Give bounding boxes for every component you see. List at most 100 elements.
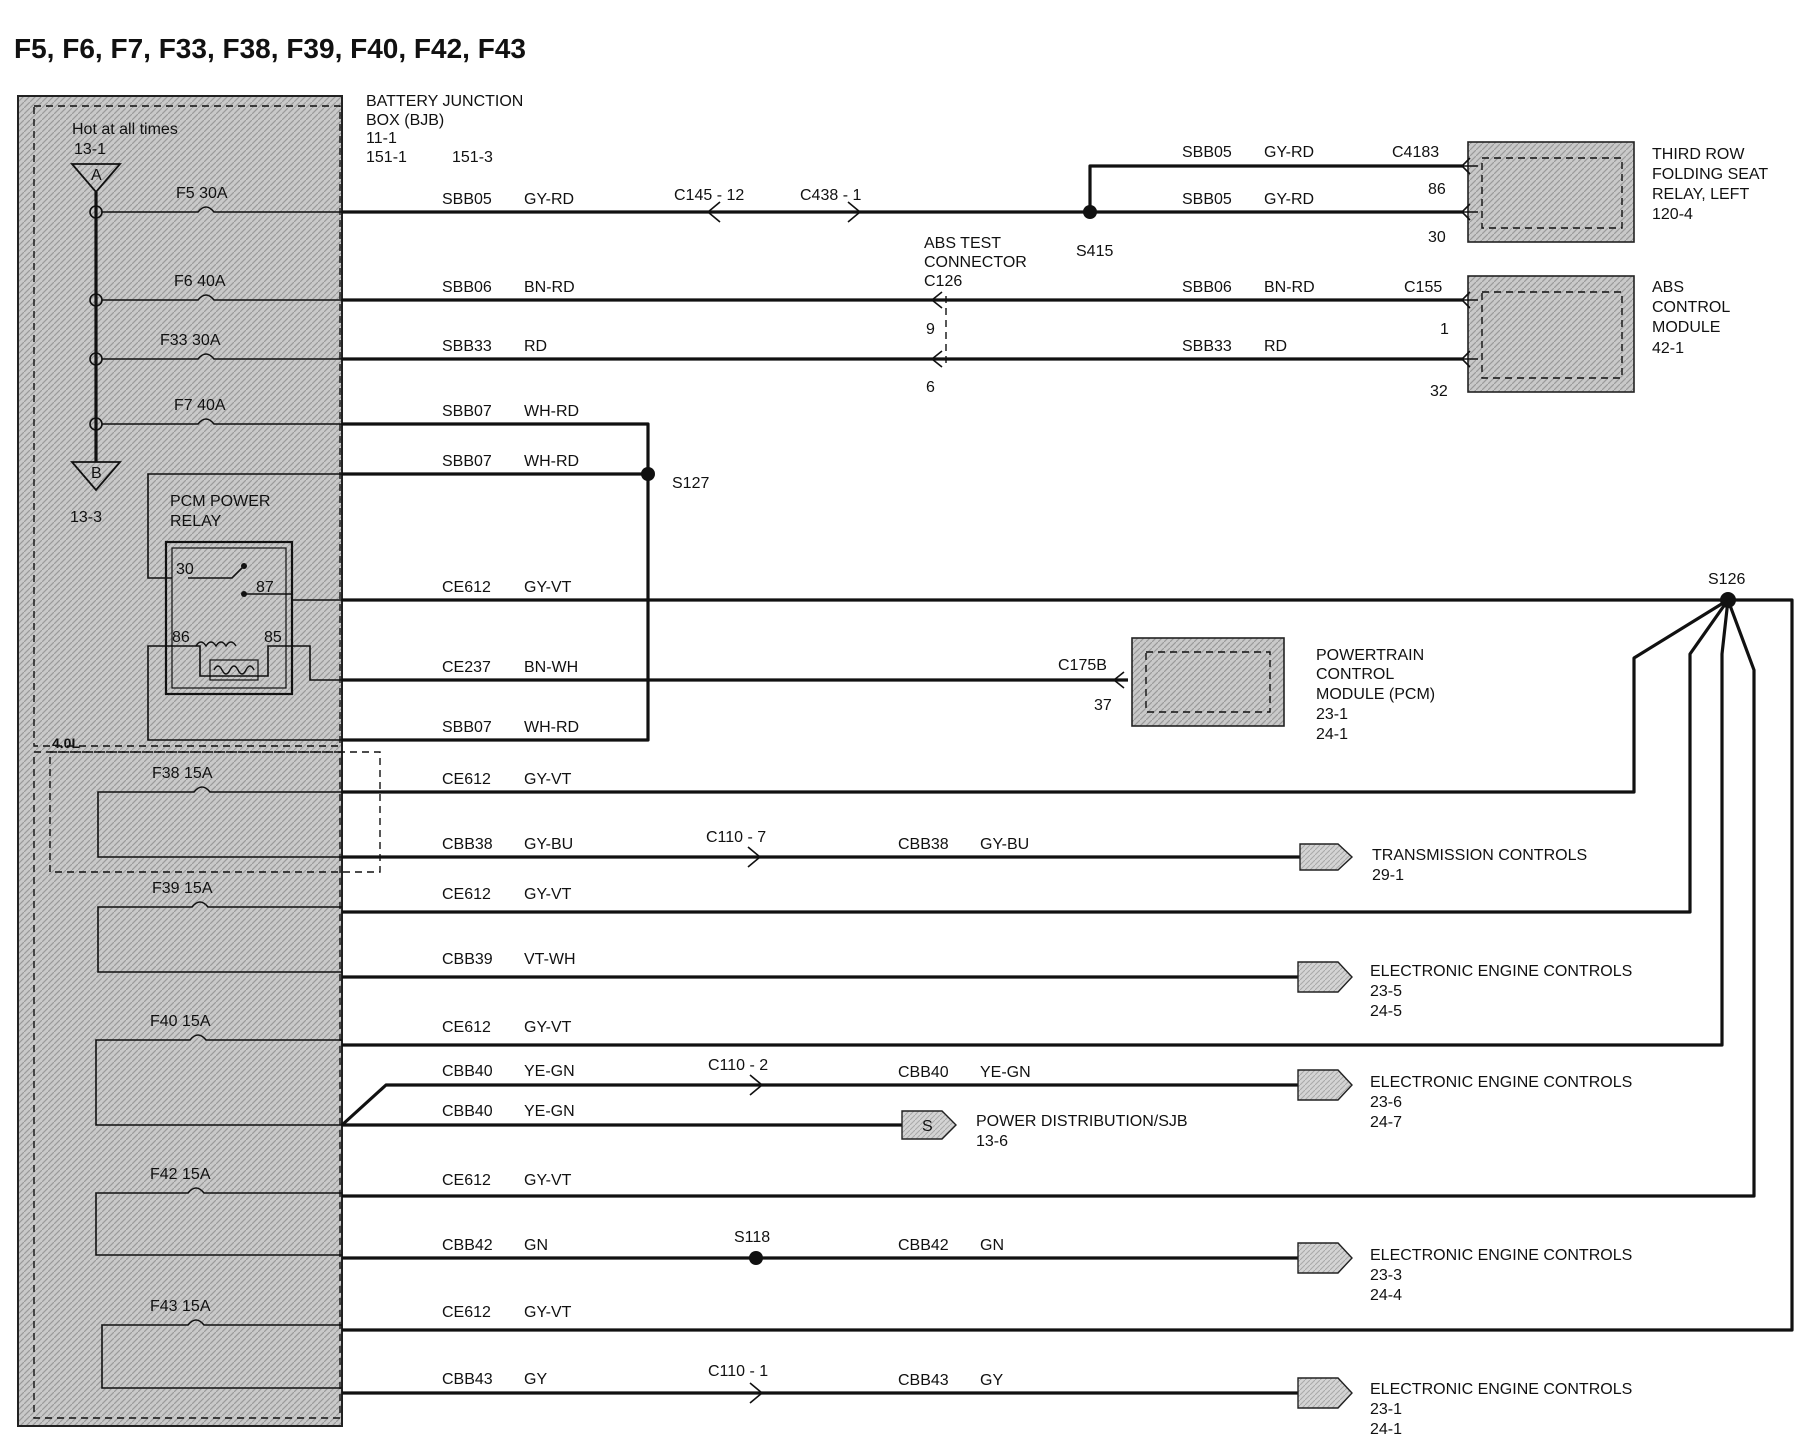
fuse-f5 — [89, 205, 342, 219]
circuit-color: BN-RD — [1264, 279, 1315, 296]
dest-eec3-ref2: 24-4 — [1370, 1287, 1402, 1304]
circuit-id: SBB05 — [1182, 144, 1232, 161]
splice-s415 — [1083, 205, 1097, 219]
bjb-ref2: 151-1 — [366, 149, 407, 166]
c126-pin9: 9 — [926, 321, 935, 338]
dest-eec3-flag-icon — [1297, 1242, 1353, 1274]
circuit-id: CBB38 — [898, 836, 949, 853]
connector-a-icon — [70, 163, 122, 194]
connector-c110-1-icon — [749, 1382, 764, 1404]
splice-s118 — [749, 1251, 763, 1265]
circuit-color: GY-VT — [524, 886, 572, 903]
bjb-ref3: 151-3 — [452, 149, 493, 166]
abs-label-4: 42-1 — [1652, 340, 1684, 357]
connector-c438-icon — [847, 201, 862, 223]
fuse-f39 — [97, 901, 342, 973]
abs-test-connector-label-3: C126 — [924, 273, 962, 290]
connector-c145-icon — [706, 201, 721, 223]
c155-pin32: 32 — [1430, 383, 1448, 400]
pcm-label-3: MODULE (PCM) — [1316, 686, 1435, 703]
circuit-color: YE-GN — [524, 1063, 575, 1080]
fuse-f6 — [89, 293, 342, 307]
abs-label-2: CONTROL — [1652, 299, 1730, 316]
circuit-id: SBB33 — [1182, 338, 1232, 355]
circuit-color: GY-BU — [980, 836, 1029, 853]
connector-c175b-icon — [1112, 671, 1125, 689]
connector-c145-label: C145 - 12 — [674, 187, 744, 204]
fuse-f42-label: F42 15A — [150, 1166, 211, 1183]
circuit-color: GY-RD — [1264, 144, 1314, 161]
fuse-f43-label: F43 15A — [150, 1298, 211, 1315]
connector-c110-7-icon — [747, 846, 762, 868]
dest-eec4-ref1: 23-1 — [1370, 1401, 1402, 1418]
circuit-id: CBB42 — [898, 1237, 949, 1254]
connector-c438-label: C438 - 1 — [800, 187, 861, 204]
circuit-id: SBB06 — [442, 279, 492, 296]
relay-pin-86: 86 — [172, 629, 190, 646]
abs-test-connector-label-2: CONNECTOR — [924, 254, 1027, 271]
engine-4-0l-box — [49, 751, 381, 873]
pcm-relay-label-1: PCM POWER — [170, 493, 270, 510]
ref-13-1: 13-1 — [74, 141, 106, 158]
circuit-color: GY-VT — [524, 1304, 572, 1321]
splice-s126-label: S126 — [1708, 571, 1745, 588]
fuse-f38 — [97, 786, 342, 858]
circuit-color: BN-RD — [524, 279, 575, 296]
circuit-id: CBB40 — [442, 1063, 493, 1080]
pcm-label-5: 24-1 — [1316, 726, 1348, 743]
circuit-color: GY-VT — [524, 1019, 572, 1036]
circuit-id: CE612 — [442, 771, 491, 788]
circuit-color: GY-VT — [524, 579, 572, 596]
battery-junction-box — [17, 95, 381, 1427]
triangle-b-label: B — [91, 465, 102, 482]
relay-pin-87: 87 — [256, 579, 274, 596]
pcm-label-1: POWERTRAIN — [1316, 647, 1424, 664]
circuit-id: SBB07 — [442, 719, 492, 736]
circuit-color: WH-RD — [524, 453, 579, 470]
connector-c110-2-icon — [749, 1074, 764, 1096]
dest-pds-label: POWER DISTRIBUTION/SJB — [976, 1113, 1188, 1130]
wire-sbb07 — [342, 422, 650, 742]
circuit-color: WH-RD — [524, 719, 579, 736]
circuit-id: CBB38 — [442, 836, 493, 853]
fuse-f39-label: F39 15A — [152, 880, 213, 897]
c126-pin6: 6 — [926, 379, 935, 396]
dest-eec2-label: ELECTRONIC ENGINE CONTROLS — [1370, 1074, 1632, 1091]
circuit-color: GY-VT — [524, 1172, 572, 1189]
fuse-f33-label: F33 30A — [160, 332, 221, 349]
third-row-label-1: THIRD ROW — [1652, 146, 1745, 163]
bjb-name-line1: BATTERY JUNCTION — [366, 93, 523, 110]
connector-c4183-label: C4183 — [1392, 144, 1439, 161]
hot-at-all-times-label: Hot at all times — [72, 121, 178, 138]
circuit-id: CE612 — [442, 1304, 491, 1321]
dest-eec1-ref2: 24-5 — [1370, 1003, 1402, 1020]
dest-eec3-ref1: 23-3 — [1370, 1267, 1402, 1284]
circuit-id: CBB40 — [442, 1103, 493, 1120]
splice-s118-label: S118 — [734, 1229, 770, 1246]
connector-b-icon — [70, 461, 122, 492]
circuit-color: GN — [524, 1237, 548, 1254]
pcm-label-4: 23-1 — [1316, 706, 1348, 723]
dest-eec2-ref1: 23-6 — [1370, 1094, 1402, 1111]
circuit-id: CE612 — [442, 1019, 491, 1036]
c155-pin1: 1 — [1440, 321, 1449, 338]
third-row-label-4: 120-4 — [1652, 206, 1693, 223]
splice-s127-label: S127 — [672, 475, 709, 492]
triangle-a-label: A — [91, 167, 102, 184]
circuit-id: CE612 — [442, 579, 491, 596]
pcm-box — [1131, 637, 1285, 727]
circuit-color: GY — [524, 1371, 547, 1388]
circuit-id: CE612 — [442, 1172, 491, 1189]
dest-eec1-ref1: 23-5 — [1370, 983, 1402, 1000]
circuit-id: SBB06 — [1182, 279, 1232, 296]
fuse-f33 — [89, 352, 342, 366]
bjb-name-line2: BOX (BJB) — [366, 112, 444, 129]
dest-pds-ref: 13-6 — [976, 1133, 1008, 1150]
circuit-id: SBB07 — [442, 453, 492, 470]
abs-label-1: ABS — [1652, 279, 1684, 296]
wire-ce612-f39 — [342, 599, 1730, 914]
fuse-f38-label: F38 15A — [152, 765, 213, 782]
wire-cbb40 — [340, 1083, 1300, 1127]
relay-pin-30: 30 — [176, 561, 194, 578]
